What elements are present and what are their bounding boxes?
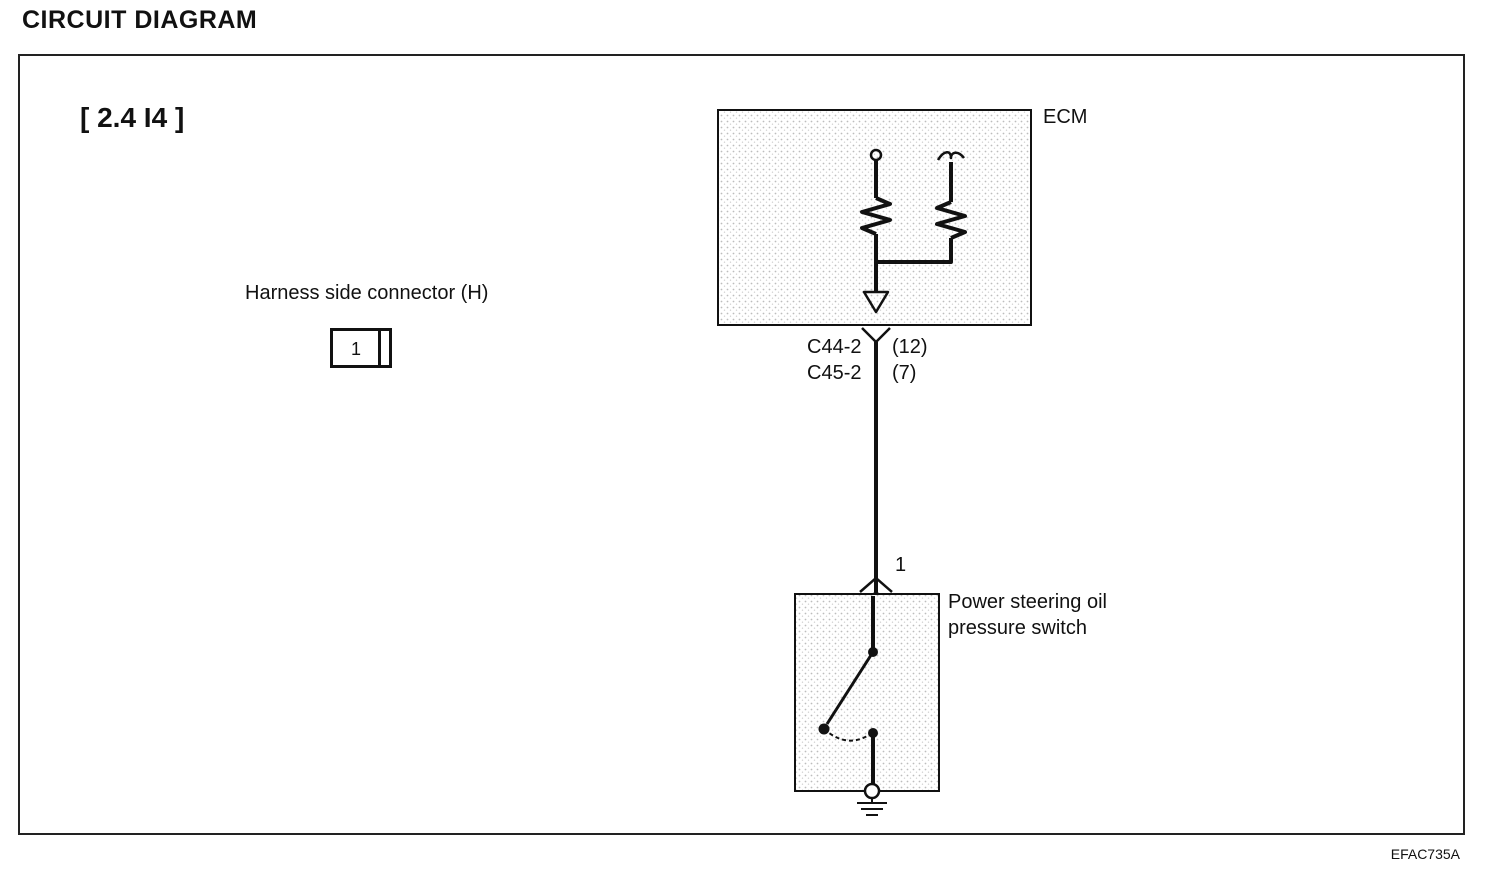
- figure-code: EFAC735A: [1390, 846, 1460, 862]
- resistor-icon-2: [935, 200, 967, 240]
- harness-connector-label: Harness side connector (H): [245, 282, 489, 304]
- ecm-label: ECM: [1043, 106, 1088, 128]
- main-wire: [859, 327, 893, 603]
- page-title: CIRCUIT DIAGRAM: [22, 6, 258, 34]
- diagram-frame: [18, 54, 1465, 835]
- engine-label: [ 2.4 I4 ]: [80, 102, 185, 133]
- ecm-ground-icon: [862, 290, 890, 314]
- harness-connector-pin: 1: [351, 339, 362, 359]
- connector-divider: [378, 331, 381, 365]
- ecm-pin-c45: C45-2: [807, 362, 862, 384]
- resistor-icon: [860, 196, 892, 236]
- switch-label-line1: Power steering oil: [948, 591, 1107, 613]
- ground-icon: [857, 798, 887, 816]
- switch-label-line2: pressure switch: [948, 617, 1087, 639]
- ecm-supply-icon: [936, 151, 965, 161]
- pressure-switch-box: [794, 593, 940, 792]
- switch-terminal-icon: [863, 782, 881, 800]
- ecm-pin-c45-number: (7): [892, 362, 917, 384]
- harness-connector: 1: [330, 328, 392, 368]
- ecm-pin-c44-number: (12): [892, 336, 928, 358]
- switch-pin: 1: [895, 554, 907, 576]
- ecm-pin-c44: C44-2: [807, 336, 862, 358]
- switch-icon: [818, 596, 881, 800]
- ecm-internal-circuit: [860, 148, 967, 314]
